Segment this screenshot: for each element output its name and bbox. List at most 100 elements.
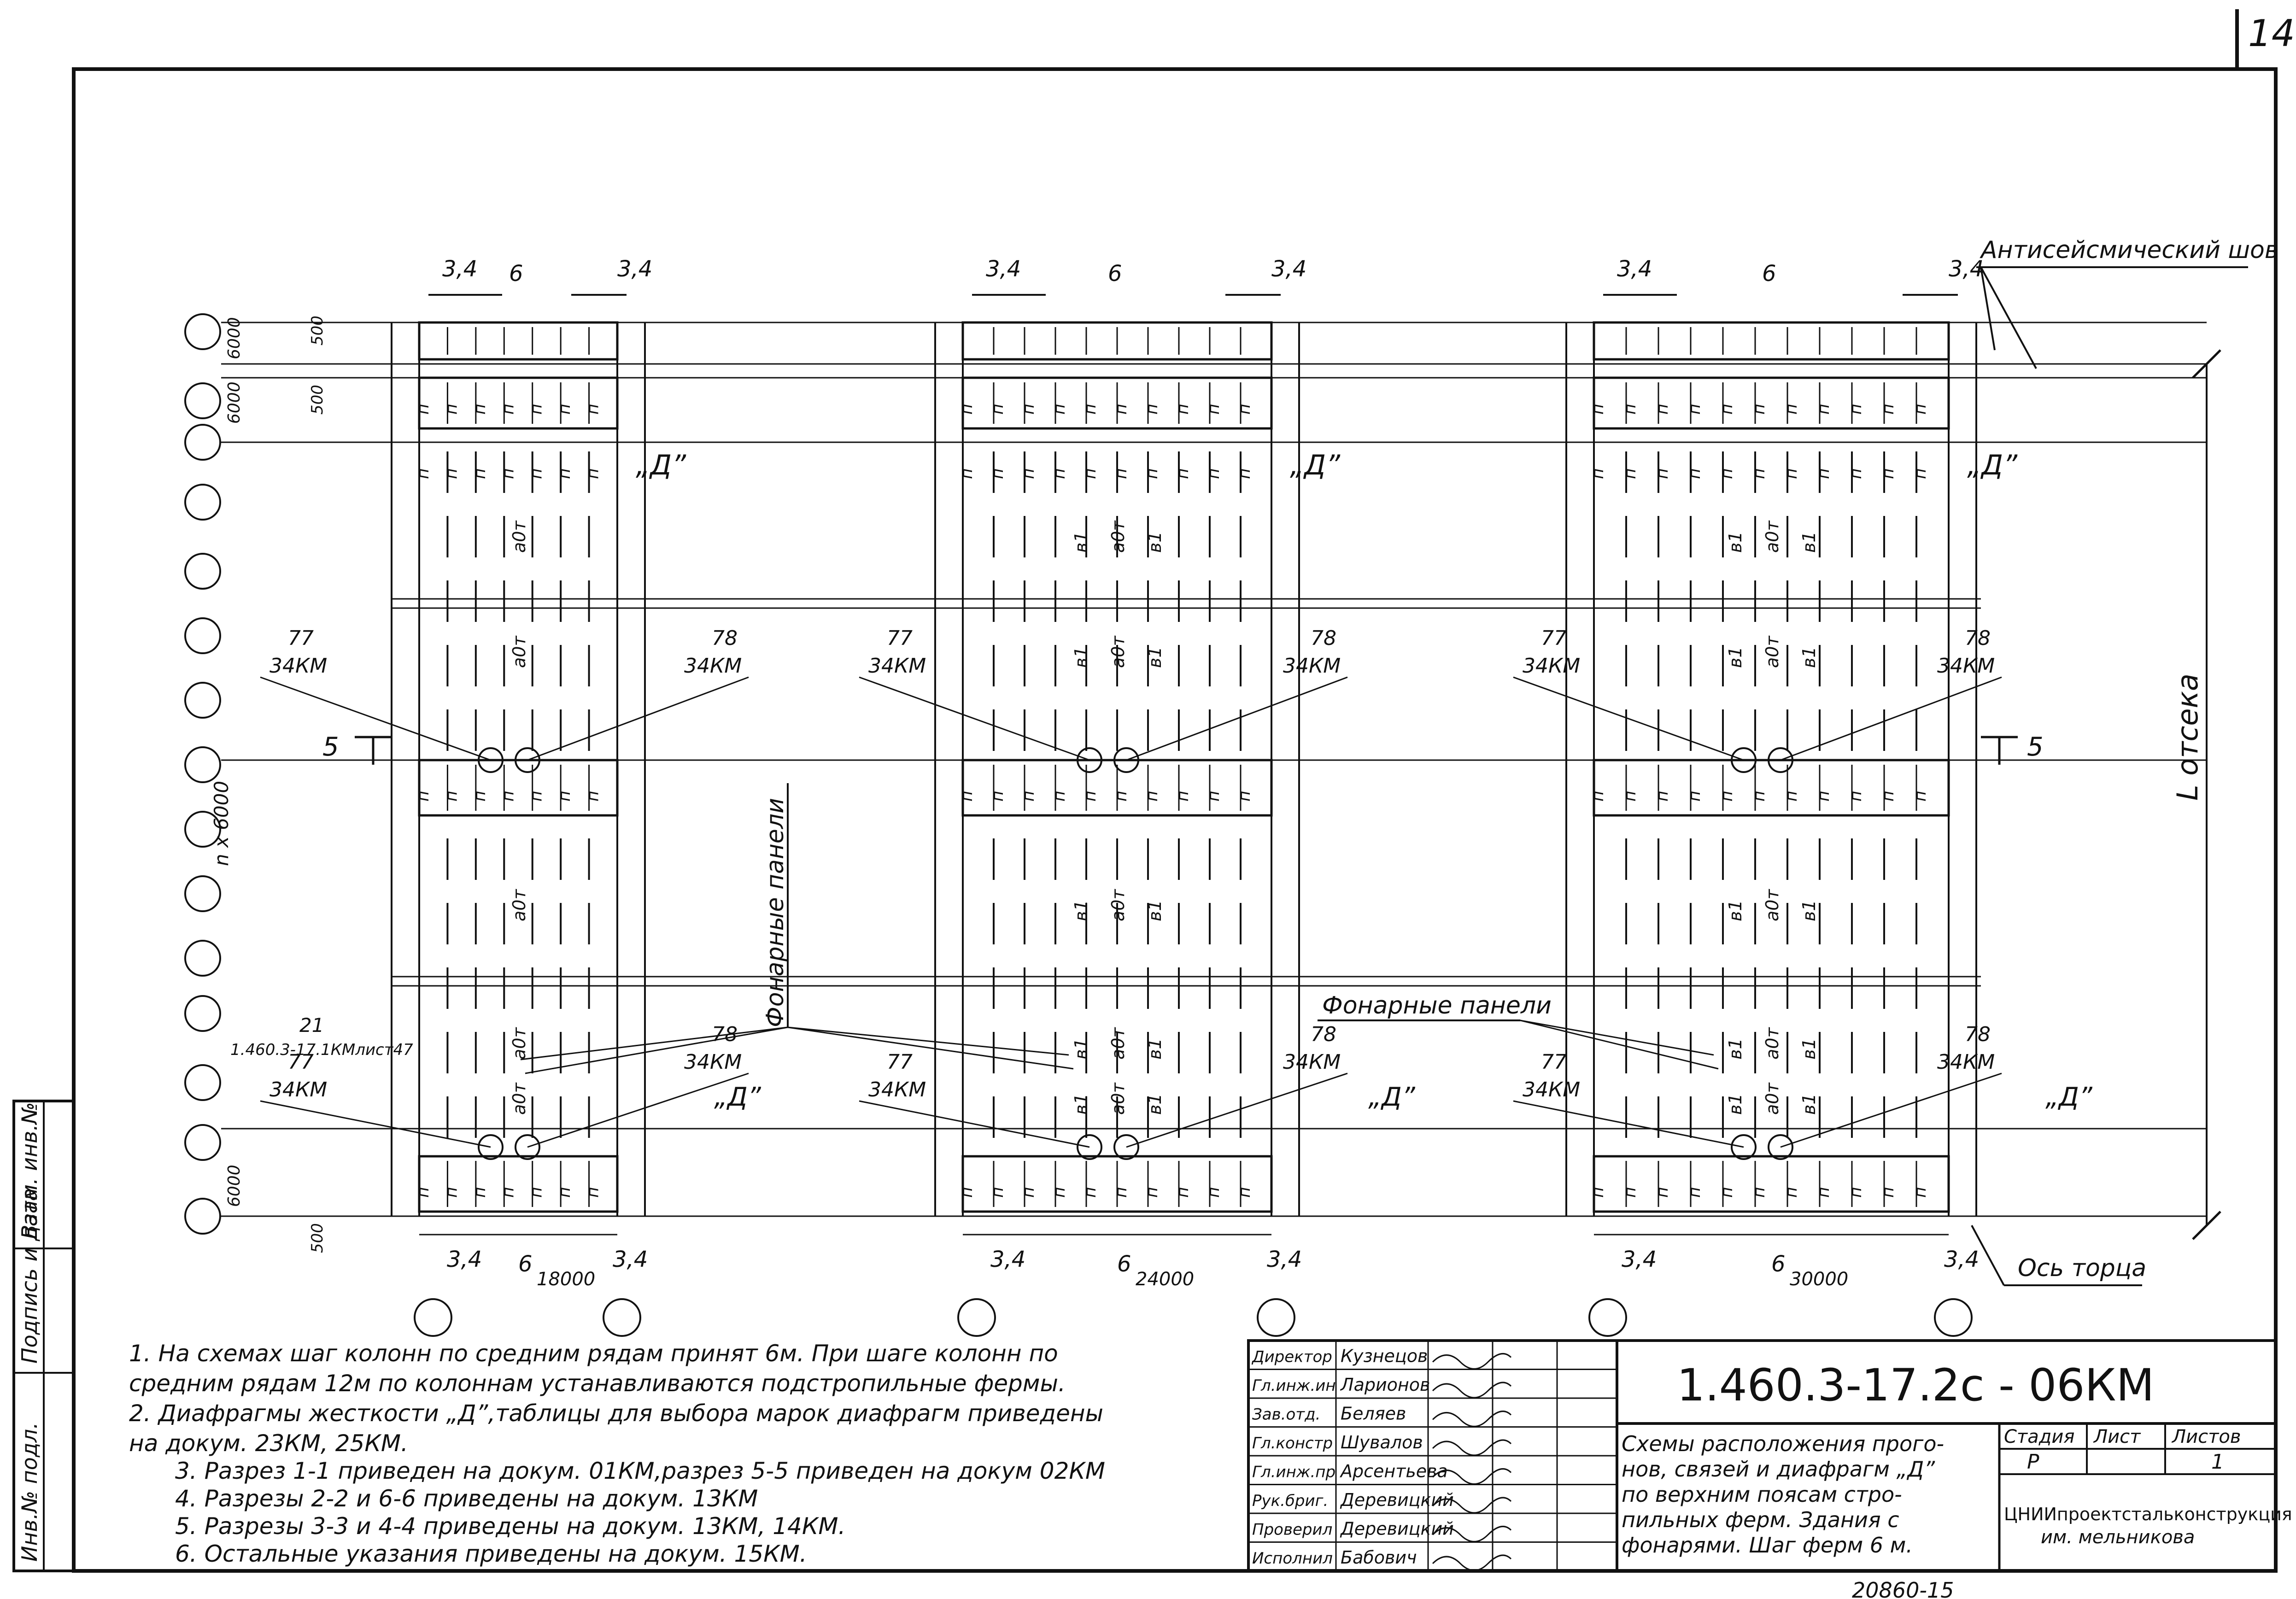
- mark-a0t: а0т: [1108, 520, 1128, 553]
- section-mark-left: 5: [322, 732, 339, 762]
- signature-scribble: [1432, 1353, 1512, 1370]
- mark-n: п: [1782, 791, 1801, 802]
- node-circle: [1077, 1134, 1102, 1160]
- dim-6000: 6000: [225, 317, 244, 359]
- span-label: 30000: [1790, 1269, 1848, 1290]
- roof-scheme: ппппппппппппппппппппппппппппа0та0та0та0т…: [260, 256, 761, 1337]
- callout-d: „Д”: [2045, 1082, 2093, 1112]
- mark-n: п: [1050, 468, 1069, 479]
- mark-n: п: [1588, 1187, 1607, 1198]
- mark-b1: в1: [1145, 1093, 1165, 1115]
- stage-value: Р: [2027, 1450, 2039, 1474]
- n6000-label: n x 6000: [210, 781, 233, 866]
- mark-n: п: [584, 791, 603, 802]
- signature-scribble: [1432, 1468, 1512, 1485]
- mark-n: п: [1112, 468, 1130, 479]
- signature-scribble: [1432, 1526, 1512, 1542]
- mark-n: п: [1621, 1187, 1640, 1198]
- callout-d: „Д”: [1290, 449, 1341, 481]
- mark-n: п: [1173, 468, 1192, 479]
- row-axis-circle: [184, 995, 221, 1032]
- mark-a0t: а0т: [1108, 1027, 1128, 1060]
- mark-n: п: [442, 791, 461, 802]
- mark-a0t: а0т: [1762, 520, 1782, 553]
- node-circle: [478, 1134, 504, 1160]
- mark-n: п: [1685, 1187, 1704, 1198]
- mark-n: п: [414, 468, 433, 479]
- mark-n: п: [1814, 1187, 1833, 1198]
- sheets-value: 1: [2211, 1450, 2224, 1474]
- leader: [1513, 676, 1744, 761]
- callout-d: „Д”: [636, 449, 686, 481]
- stamp-name: Бабович: [1341, 1547, 1417, 1568]
- leader: [1513, 1100, 1744, 1148]
- mark-n: п: [1050, 404, 1069, 415]
- mark-n: п: [1846, 791, 1865, 802]
- mark-n: п: [1685, 404, 1704, 415]
- title-line: по верхним поясам стро-: [1622, 1482, 1902, 1507]
- mark-n: п: [1204, 468, 1223, 479]
- mark-a0t: а0т: [509, 1082, 529, 1115]
- node-circle: [1113, 747, 1139, 773]
- skylight-frame: [961, 376, 1273, 430]
- mark-n: п: [1235, 1187, 1254, 1198]
- mark-n: п: [1653, 791, 1672, 802]
- bottom-number: 20860-15: [1852, 1578, 1954, 1599]
- column-axis-circle: [603, 1298, 641, 1337]
- sheet-frame: 14: [72, 9, 2295, 1573]
- mark-n: п: [1050, 1187, 1069, 1198]
- column-axis-circle: [1257, 1298, 1295, 1337]
- mark-n: п: [1588, 468, 1607, 479]
- callout-34km: 34КМ: [684, 1050, 742, 1074]
- note-line: 2. Диафрагмы жесткости „Д”,таблицы для в…: [129, 1400, 1103, 1427]
- dim-6: 6: [518, 1251, 533, 1277]
- note-line: 5. Разрезы 3-3 и 4-4 приведены на докум.…: [175, 1513, 845, 1540]
- mark-n: п: [1621, 404, 1640, 415]
- mark-b1: в1: [1145, 646, 1165, 668]
- l-compartment-label: L отсека: [2171, 674, 2204, 801]
- middle-frame: [961, 759, 1273, 817]
- mark-n: п: [1019, 1187, 1038, 1198]
- mark-a0t: а0т: [509, 1027, 529, 1060]
- mark-n: п: [1142, 791, 1161, 802]
- mark-b1: в1: [1799, 1038, 1819, 1060]
- mark-n: п: [1081, 404, 1100, 415]
- skylight-frame: [418, 376, 619, 430]
- skylight-panels-vertical: Фонарные панели: [761, 798, 789, 1027]
- mark-n: п: [1750, 791, 1769, 802]
- mark-n: п: [584, 404, 603, 415]
- mark-n: п: [442, 1187, 461, 1198]
- mark-n: п: [1050, 791, 1069, 802]
- leader: [1126, 1072, 1348, 1148]
- mark-n: п: [1173, 404, 1192, 415]
- mark-n: п: [527, 404, 546, 415]
- mark-b1: в1: [1799, 1093, 1819, 1115]
- annotations: Антисейсмический шов Ось торца L отсека …: [210, 236, 2279, 1286]
- node-circle: [1731, 1134, 1757, 1160]
- mark-n: п: [498, 791, 517, 802]
- callout-77: 77: [887, 1050, 913, 1074]
- mark-a0t: а0т: [509, 635, 529, 668]
- stamp-name: Деревицкий: [1340, 1519, 1454, 1539]
- sheet-header: Лист: [2093, 1426, 2141, 1447]
- row-axis-circle: [184, 617, 221, 654]
- column-axis-circle: [957, 1298, 996, 1337]
- end-axis-label: Ось торца: [2018, 1254, 2146, 1282]
- mark-n: п: [1588, 404, 1607, 415]
- skylight-frame: [1593, 376, 1950, 430]
- mark-n: п: [1019, 468, 1038, 479]
- callout-34km: 34КМ: [1937, 654, 1995, 678]
- mark-n: п: [498, 468, 517, 479]
- mark-n: п: [1782, 1187, 1801, 1198]
- stamp-name: Беляев: [1341, 1404, 1406, 1424]
- signature-scribble: [1432, 1554, 1512, 1571]
- mark-n: п: [555, 1187, 574, 1198]
- title-line: фонарями. Шаг ферм 6 м.: [1622, 1533, 1913, 1558]
- bottom-frame: [961, 1155, 1273, 1213]
- mark-n: п: [1653, 1187, 1672, 1198]
- top-frame: [418, 321, 619, 361]
- stamp-role: Гл.инж.пр: [1252, 1463, 1335, 1482]
- mark-b1: в1: [1071, 1038, 1091, 1060]
- org-name: ЦНИИпроектстальконструкция: [2004, 1504, 2292, 1524]
